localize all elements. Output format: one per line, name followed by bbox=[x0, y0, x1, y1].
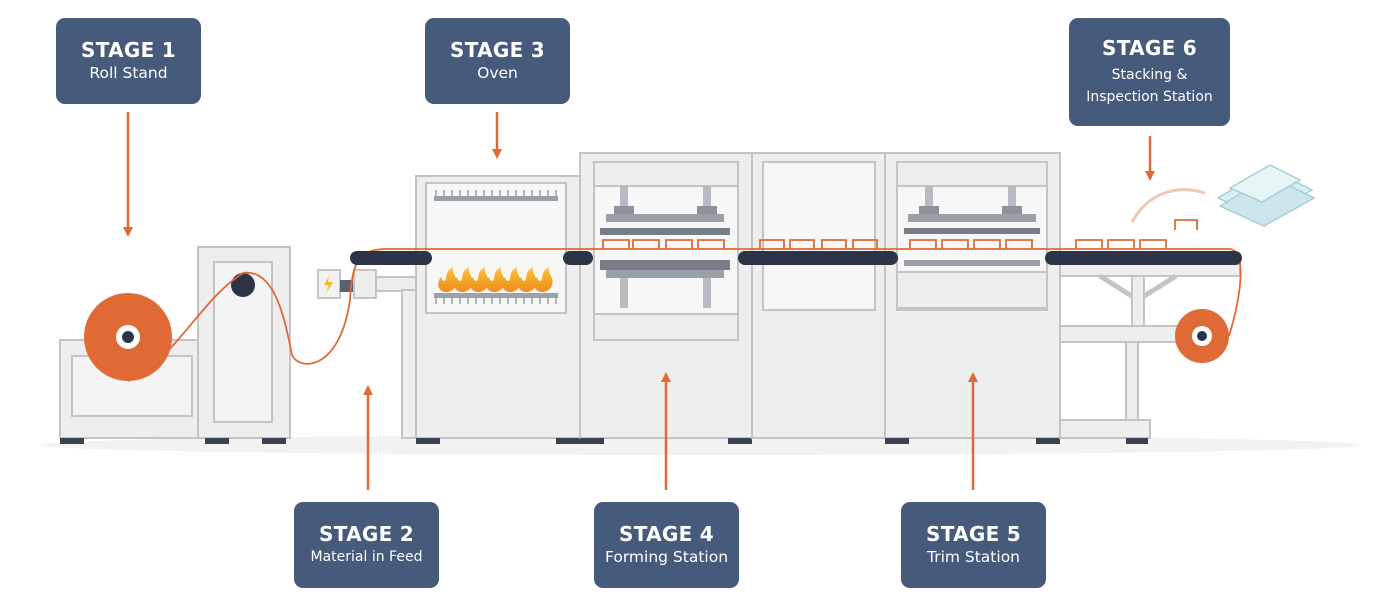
oven-flames bbox=[438, 267, 553, 292]
stage-6-label: STAGE 6 Stacking & Inspection Station bbox=[1069, 18, 1230, 126]
stage-5-title: STAGE 5 bbox=[925, 522, 1022, 546]
formed-parts bbox=[602, 219, 1198, 249]
roll-stand-feet bbox=[60, 438, 286, 444]
power-icon bbox=[324, 276, 333, 293]
stage-2-subtitle: Material in Feed bbox=[310, 549, 423, 565]
floor-shadow bbox=[40, 435, 1360, 455]
stacked-trays-icon bbox=[1216, 164, 1316, 227]
stage-4-title: STAGE 4 bbox=[618, 522, 715, 546]
stage-6-title: STAGE 6 bbox=[1101, 36, 1198, 60]
stage-5-label: STAGE 5 Trim Station bbox=[901, 502, 1046, 588]
feed-unit bbox=[317, 269, 417, 299]
stacker-foot bbox=[1126, 438, 1148, 444]
oven-heater-bottom bbox=[434, 293, 558, 304]
rewind-roll bbox=[1175, 309, 1229, 363]
material-web bbox=[127, 248, 1242, 382]
roll-stand bbox=[59, 246, 291, 439]
part-trajectory bbox=[1130, 188, 1206, 223]
forming-feet bbox=[580, 438, 752, 444]
oven-heater-top bbox=[434, 190, 558, 201]
material-roll bbox=[84, 293, 172, 381]
stage-2-title: STAGE 2 bbox=[318, 522, 415, 546]
stage-4-subtitle: Forming Station bbox=[604, 548, 729, 566]
stage-5-subtitle: Trim Station bbox=[927, 548, 1020, 566]
stage-4-label: STAGE 4 Forming Station bbox=[594, 502, 739, 588]
trim-feet bbox=[885, 438, 1060, 444]
forming-press bbox=[600, 186, 730, 308]
stage-3-label: STAGE 3 Oven bbox=[425, 18, 570, 104]
stage-6-subtitle-line-1: Stacking & bbox=[1111, 67, 1188, 83]
stage-6-subtitle-line-2: Inspection Station bbox=[1086, 89, 1213, 105]
stage-3-title: STAGE 3 bbox=[449, 38, 546, 62]
stacking-conveyor bbox=[1059, 263, 1241, 439]
stage-arrows bbox=[123, 112, 1155, 490]
trim-press bbox=[904, 186, 1040, 266]
guide-roller bbox=[231, 273, 255, 297]
oven-body bbox=[401, 175, 581, 439]
oven-feet bbox=[416, 438, 580, 444]
conveyor-belts bbox=[350, 251, 1242, 265]
stage-2-label: STAGE 2 Material in Feed bbox=[294, 502, 439, 588]
stage-1-title: STAGE 1 bbox=[80, 38, 177, 62]
stage-1-label: STAGE 1 Roll Stand bbox=[56, 18, 201, 104]
stage-3-subtitle: Oven bbox=[477, 64, 518, 82]
stage-1-subtitle: Roll Stand bbox=[89, 64, 168, 82]
cooling-module bbox=[751, 152, 886, 439]
